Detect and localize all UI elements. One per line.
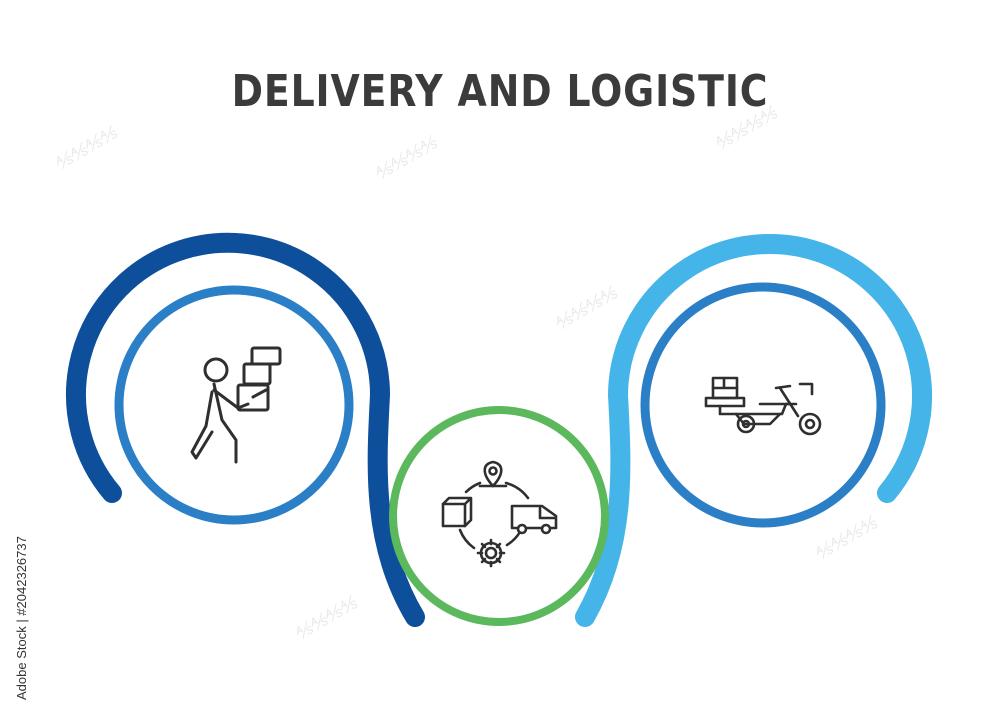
svg-text:⅍⅍⅍⅍: ⅍⅍⅍⅍ — [712, 102, 781, 153]
right-outer-arc — [575, 234, 932, 627]
svg-text:⅍⅍⅍⅍: ⅍⅍⅍⅍ — [812, 512, 881, 563]
svg-text:⅍⅍⅍⅍: ⅍⅍⅍⅍ — [372, 132, 441, 183]
svg-text:⅍⅍⅍⅍: ⅍⅍⅍⅍ — [52, 122, 121, 173]
svg-text:⅍⅍⅍⅍: ⅍⅍⅍⅍ — [552, 282, 621, 333]
svg-text:⅍⅍⅍⅍: ⅍⅍⅍⅍ — [292, 592, 361, 643]
logistics-cycle-icon — [441, 460, 558, 568]
page-title: DELIVERY AND LOGISTIC — [231, 66, 769, 117]
man-carrying-boxes-icon — [190, 346, 282, 464]
delivery-scooter-icon — [704, 376, 822, 436]
left-outer-arc — [66, 232, 425, 627]
center-circle — [389, 406, 609, 626]
